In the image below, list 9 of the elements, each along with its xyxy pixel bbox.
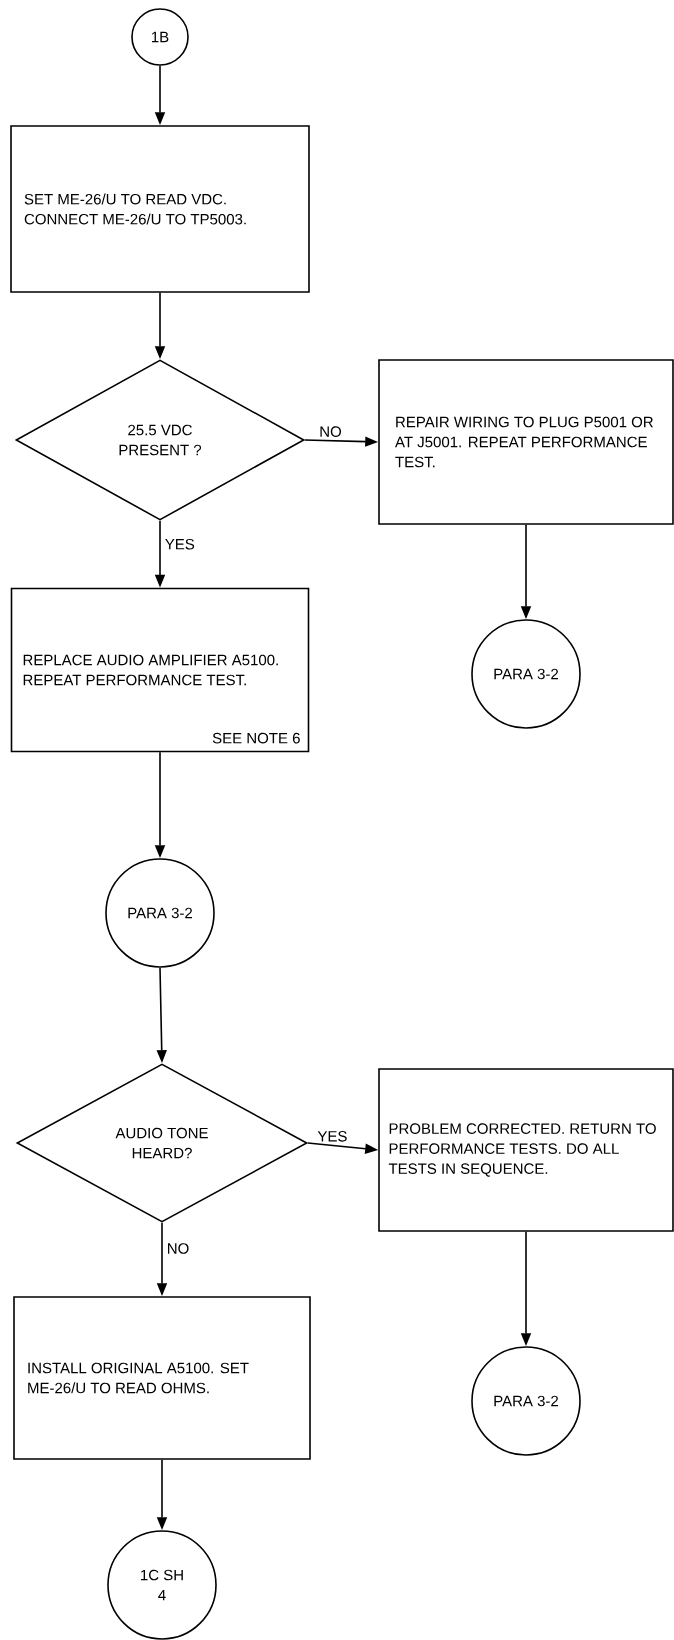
process-box: REPAIR WIRING TO PLUG P5001 OR AT J5001. REPEAT PERFORMANCE TEST. bbox=[378, 359, 674, 525]
process-box: PROBLEM CORRECTED. RETURN TO PERFORMANCE TESTS. DO ALL TESTS IN SEQUENCE. bbox=[378, 1068, 674, 1232]
process-box: INSTALL ORIGINAL A5100. SET ME-26/U TO READ OHMS. bbox=[13, 1296, 311, 1460]
edge-label: NO bbox=[318, 425, 343, 438]
edge-label: NO bbox=[165, 1242, 191, 1255]
edge-label: YES bbox=[316, 1130, 349, 1143]
process-box: REPLACE AUDIO AMPLIFIER A5100. REPEAT PERFORMANCE TEST. SEE NOTE 6 bbox=[10, 587, 310, 753]
process-box: SET ME-26/U TO READ VDC. CONNECT ME-26/U TO TP5003. bbox=[10, 125, 310, 293]
edge-label: YES bbox=[163, 537, 196, 551]
